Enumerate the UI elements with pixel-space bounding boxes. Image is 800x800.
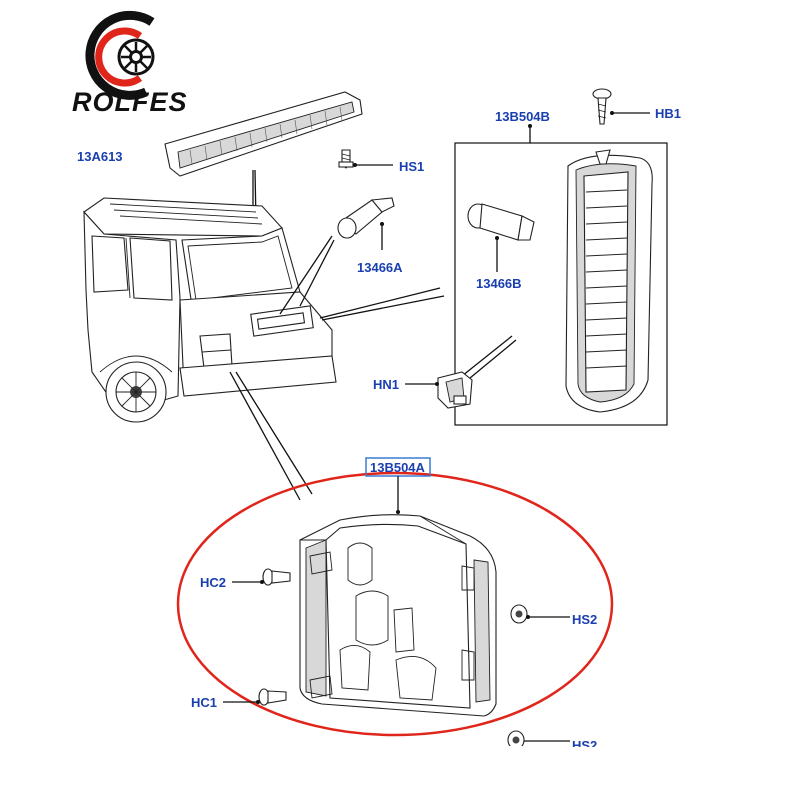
highlight-ellipse bbox=[176, 471, 614, 737]
brand-logo: ROLFES bbox=[72, 10, 188, 117]
logo-emblem-icon bbox=[85, 10, 155, 100]
side-lamp-13b504b bbox=[565, 149, 653, 413]
clip-hc2 bbox=[262, 568, 291, 586]
callout-hs2-lower: HS2 bbox=[572, 738, 597, 753]
callout-hc2: HC2 bbox=[200, 575, 226, 590]
nut-hs2-lower bbox=[507, 730, 525, 750]
callout-hc1: HC1 bbox=[191, 695, 217, 710]
callout-13466a: 13466A bbox=[357, 260, 403, 275]
callout-13b504a: 13B504A bbox=[370, 460, 426, 475]
bulb-13466a bbox=[337, 197, 395, 239]
callout-13b504b: 13B504B bbox=[495, 109, 550, 124]
callout-hn1: HN1 bbox=[373, 377, 399, 392]
screw-hb1 bbox=[592, 88, 612, 125]
callout-13466b: 13466B bbox=[476, 276, 522, 291]
clip-hn1 bbox=[437, 371, 473, 409]
callout-hs1: HS1 bbox=[399, 159, 424, 174]
clip-hc1 bbox=[258, 688, 287, 706]
callout-13a613: 13A613 bbox=[77, 149, 123, 164]
rear-lamp-13b504a bbox=[299, 514, 497, 717]
brand-name: ROLFES bbox=[72, 87, 188, 117]
screw-hs1 bbox=[338, 149, 354, 169]
callout-hb1: HB1 bbox=[655, 106, 681, 121]
group-box bbox=[454, 142, 668, 426]
callout-hs2-upper: HS2 bbox=[572, 612, 597, 627]
bulb-13466b bbox=[467, 203, 535, 241]
high-mount-stop-lamp bbox=[164, 91, 363, 177]
vehicle-rear-illustration bbox=[83, 197, 337, 423]
nut-hs2-upper bbox=[510, 604, 528, 624]
